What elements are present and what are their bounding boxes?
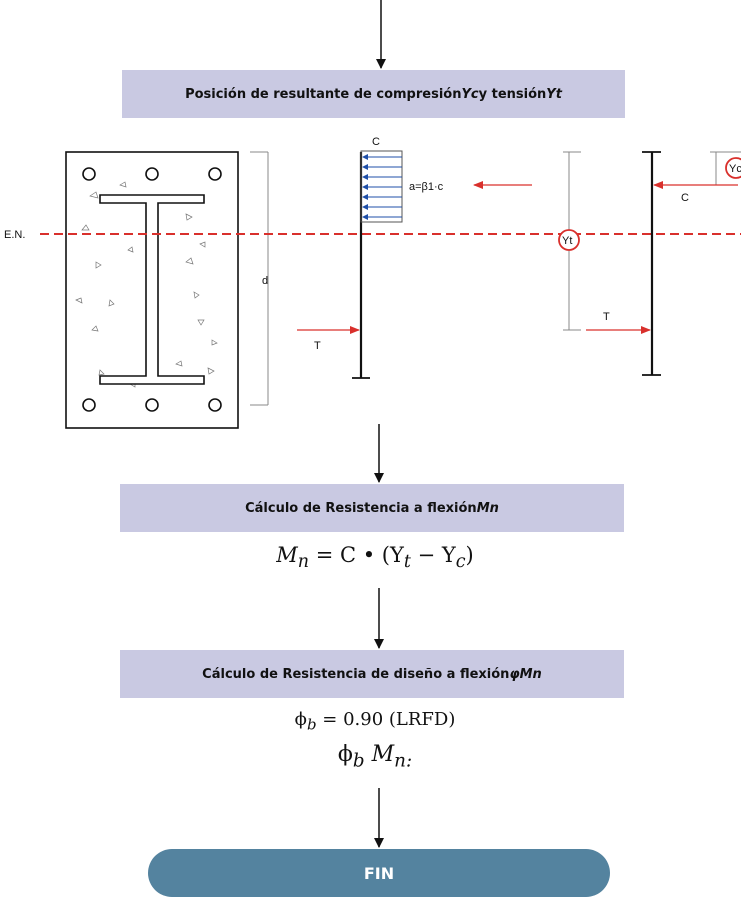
stress-arrows	[362, 154, 402, 220]
block-depth-label: a=β1·c	[409, 181, 444, 193]
rebar	[208, 398, 222, 412]
compression-label: C	[372, 136, 380, 148]
steel-i-beam	[99, 194, 205, 385]
formula-subscript: t	[403, 552, 411, 573]
stress-diagram: C a=β1·c T	[297, 136, 532, 379]
formula-subscript: n	[297, 552, 310, 573]
formula-subscript: n:	[394, 750, 413, 772]
formula-text: − Y	[410, 543, 456, 567]
step-var-yc: Yc	[461, 86, 479, 102]
rebar	[82, 398, 96, 412]
formula-phi-b: ϕb = 0.90 (LRFD)	[250, 709, 500, 734]
formula-subscript: b	[306, 715, 317, 734]
neutral-axis-label: E.N.	[4, 229, 25, 241]
yc-label: Yc	[729, 163, 741, 175]
resultant-diagram: Yt T C Yc	[558, 151, 741, 376]
rebar	[208, 167, 222, 181]
yt-marker	[558, 229, 580, 251]
rebar	[145, 167, 159, 181]
tension-label: T	[314, 340, 321, 352]
step-var-mn: Mn	[476, 500, 499, 516]
yt-label: Yt	[562, 235, 572, 247]
formula-subscript: c	[455, 552, 466, 573]
step-var-phimn: φMn	[509, 666, 542, 682]
composite-section: d	[65, 151, 269, 429]
formula-mn: Mn = C • (Yt − Yc)	[250, 543, 500, 572]
step-text-part: Posición de resultante de compresión	[185, 86, 462, 102]
resultant-compression-label: C	[681, 192, 689, 204]
formula-symbol: M	[276, 543, 298, 567]
step-var-yt: Yt	[546, 86, 562, 102]
formula-symbol: M	[364, 742, 395, 767]
step-text-part: Cálculo de Resistencia de diseño a flexi…	[202, 666, 510, 682]
step-box-design-resistance: Cálculo de Resistencia de diseño a flexi…	[120, 650, 624, 698]
step-text-part: y tensión	[478, 86, 547, 102]
yc-marker	[725, 157, 741, 179]
aggregate-texture	[75, 181, 218, 388]
end-terminal: FIN	[148, 849, 610, 897]
step-text-part: Cálculo de Resistencia a flexión	[245, 500, 477, 516]
rebar	[145, 398, 159, 412]
resultant-tension-label: T	[603, 311, 610, 323]
formula-symbol: ϕ	[337, 742, 353, 767]
end-label: FIN	[363, 863, 395, 883]
rebar	[82, 167, 96, 181]
formula-symbol: ϕ	[294, 709, 307, 730]
formula-phi-mn: ϕb Mn:	[250, 742, 500, 771]
step-box-flexural-resistance: Cálculo de Resistencia a flexión Mn	[120, 484, 624, 532]
formula-text: = C • (Y	[309, 543, 404, 567]
formula-subscript: b	[352, 750, 365, 772]
formula-text: )	[465, 543, 474, 567]
step-box-resultant-position: Posición de resultante de compresión Yc …	[122, 70, 625, 118]
depth-label: d	[262, 275, 268, 287]
formula-text: = 0.90 (LRFD)	[316, 709, 456, 730]
